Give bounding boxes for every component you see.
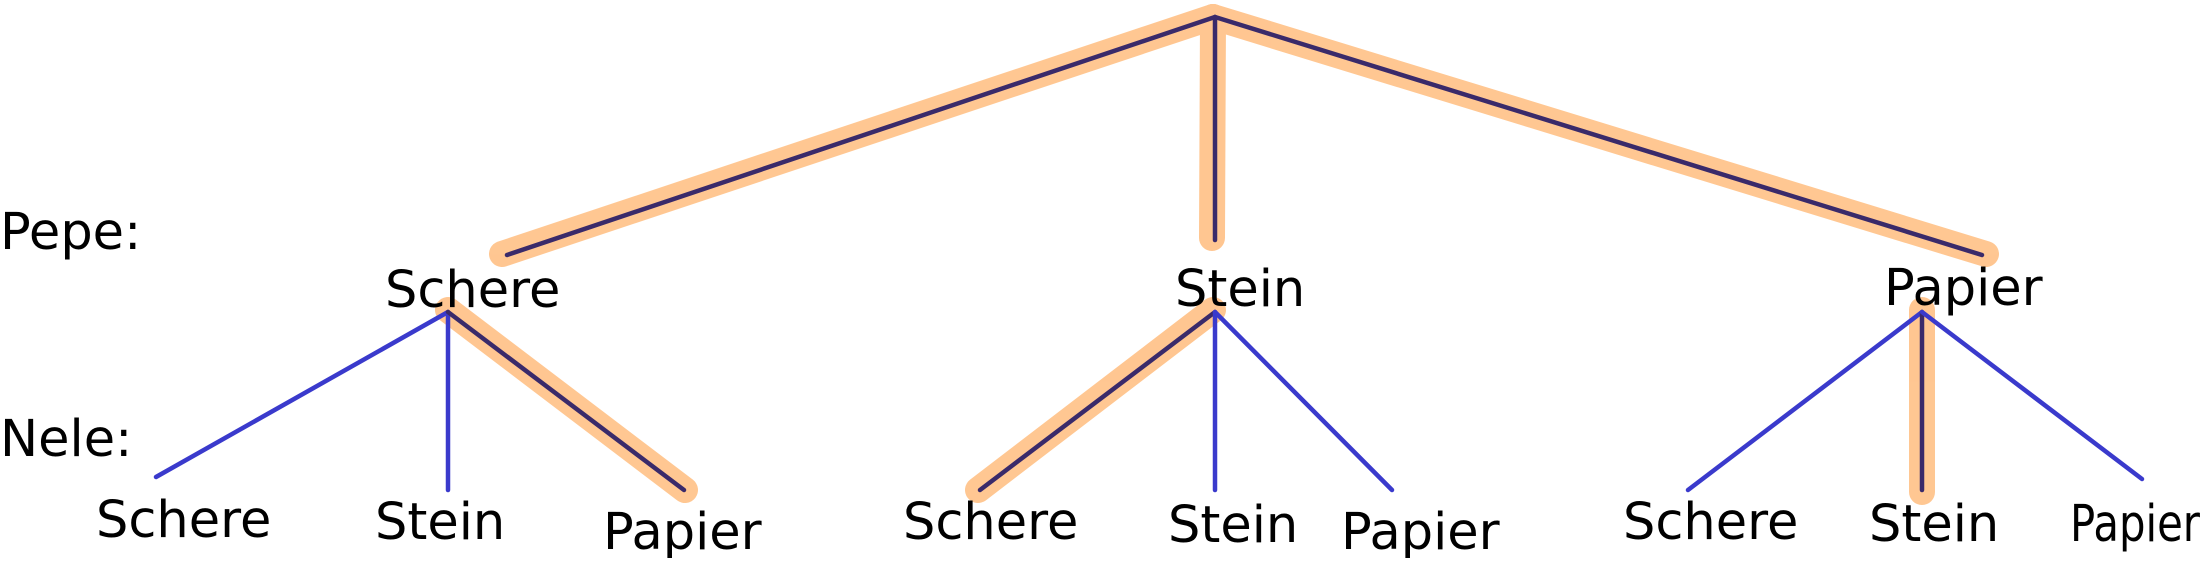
nele-choice-stein-schere: Schere bbox=[903, 493, 1078, 552]
nele-choice-schere-stein: Stein bbox=[375, 493, 505, 552]
nele-choice-schere-papier: Papier bbox=[603, 503, 762, 558]
nele-choice-papier-papier: Papier bbox=[2070, 495, 2200, 554]
edge-schere-papier bbox=[445, 309, 687, 493]
nele-choice-schere-schere: Schere bbox=[96, 491, 271, 550]
nele-choice-papier-stein: Stein bbox=[1869, 495, 1999, 554]
edge-papier-papier bbox=[1919, 309, 2145, 482]
pepe-choice-schere: Schere bbox=[385, 261, 560, 320]
edge-root-schere bbox=[504, 14, 1218, 258]
edge-schere-schere bbox=[153, 309, 451, 480]
row-label-pepe: Pepe: bbox=[0, 203, 141, 262]
nele-choice-papier-schere: Schere bbox=[1623, 493, 1798, 552]
edge-papier-schere bbox=[1685, 309, 1925, 493]
nele-choice-stein-stein: Stein bbox=[1168, 496, 1298, 555]
edge-stein-papier bbox=[1212, 309, 1395, 493]
nele-choice-stein-papier: Papier bbox=[1341, 503, 1500, 558]
row-label-nele: Nele: bbox=[0, 410, 132, 469]
edge-root-papier bbox=[1212, 14, 1985, 258]
pepe-choice-stein: Stein bbox=[1175, 260, 1305, 319]
edges-layer bbox=[153, 14, 2145, 493]
pepe-choice-papier: Papier bbox=[1884, 259, 2043, 318]
edge-stein-schere bbox=[977, 309, 1218, 493]
